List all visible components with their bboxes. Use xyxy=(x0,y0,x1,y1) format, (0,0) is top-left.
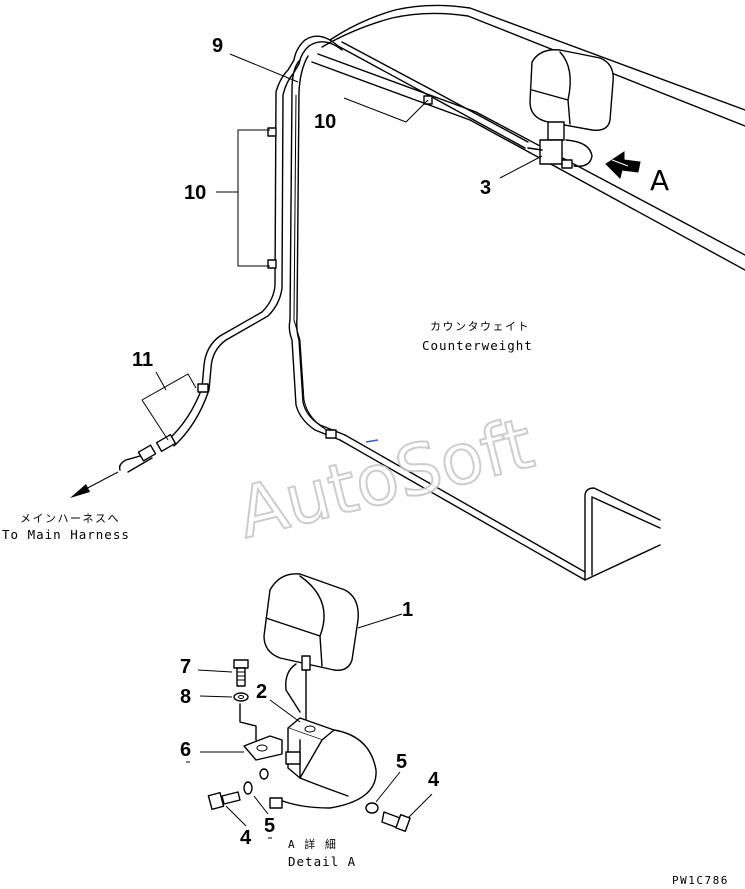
watermark: AutoSoft xyxy=(230,402,542,554)
callout-5b: 5 xyxy=(396,751,407,773)
leader-1 xyxy=(357,613,403,629)
view-a-label: A xyxy=(650,164,669,197)
leader-4a xyxy=(225,805,247,827)
callout-10a: 10 xyxy=(314,111,336,133)
detail-a-lamp xyxy=(263,573,359,723)
rear-lamp-installed xyxy=(527,49,614,169)
callout-4a: 4 xyxy=(240,827,252,849)
callout-11: 11 xyxy=(132,349,153,371)
callout-10b: 10 xyxy=(184,182,206,204)
detail-a-label-jp: A 詳 細 xyxy=(288,837,337,851)
callout-3: 3 xyxy=(480,177,491,199)
callout-7: 7 xyxy=(180,656,191,678)
callout-6: 6 xyxy=(180,739,191,761)
leader-11 xyxy=(141,371,197,441)
leader-5a xyxy=(253,795,269,815)
leader-4b xyxy=(407,793,433,819)
leader-10a xyxy=(343,97,429,123)
main-harness-label-en: To Main Harness xyxy=(2,527,130,542)
callout-2: 2 xyxy=(256,681,267,703)
callout-1: 1 xyxy=(402,599,413,621)
callout-9: 9 xyxy=(212,35,223,57)
leader-7 xyxy=(197,669,233,673)
leader-2 xyxy=(269,699,301,723)
detail-a-hardware xyxy=(207,659,411,832)
counterweight-label-en: Counterweight xyxy=(422,338,533,353)
leader-9 xyxy=(229,53,299,83)
view-a-arrow xyxy=(605,151,641,179)
bracket-10b xyxy=(216,129,270,267)
callout-4b: 4 xyxy=(428,769,440,791)
detail-a-bracket xyxy=(279,717,377,809)
drawing-code: PW1C786 xyxy=(672,874,729,887)
detail-a-label-en: Detail A xyxy=(288,854,356,869)
counterweight-label-jp: カウンタウェイト xyxy=(430,320,530,333)
leader-3 xyxy=(499,155,543,179)
callout-5a: 5 xyxy=(264,815,275,837)
leader-8 xyxy=(199,695,233,698)
wiring-harness xyxy=(70,35,529,498)
leader-5b xyxy=(375,771,401,803)
callout-8: 8 xyxy=(180,686,191,708)
main-harness-label-jp: メインハーネスへ xyxy=(20,512,120,525)
